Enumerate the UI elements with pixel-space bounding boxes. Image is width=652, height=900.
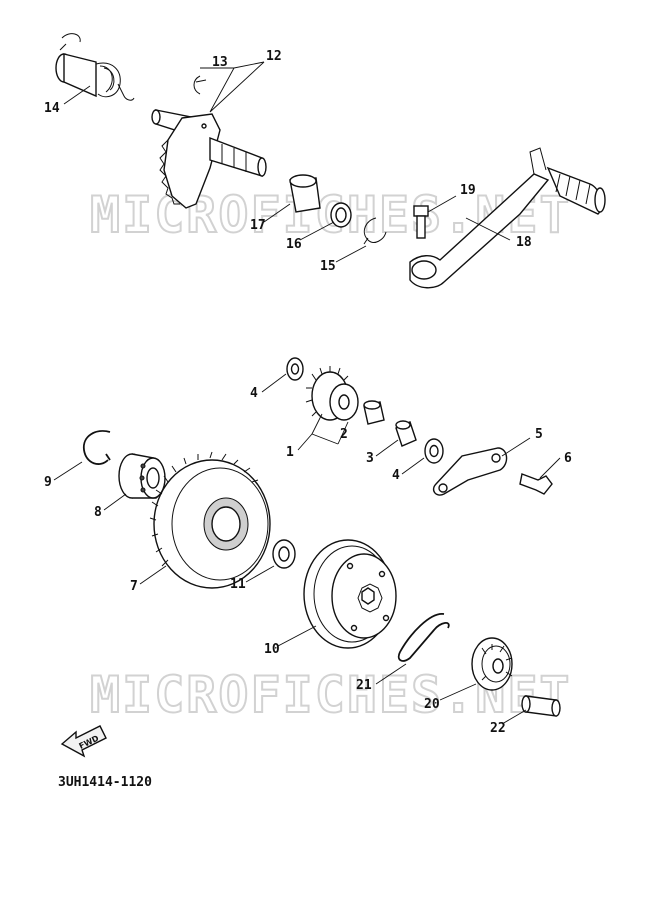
part-21-circlip [397, 613, 450, 662]
part-1-2-idle-gear [305, 366, 359, 421]
part-9-circlip [83, 430, 111, 465]
callout-9: 9 [44, 475, 52, 490]
callout-22: 22 [490, 721, 506, 736]
callout-20: 20 [424, 697, 440, 712]
callout-15: 15 [320, 259, 336, 274]
part-2-bushing [363, 400, 385, 425]
part-12-kick-shaft [151, 109, 267, 209]
part-14-spring [55, 33, 135, 101]
callout-1: 1 [286, 445, 294, 460]
part-18-kick-crank [409, 147, 606, 289]
callout-12: 12 [266, 49, 282, 64]
callout-labels: 1 2 3 4 4 5 6 7 8 9 10 11 12 13 14 15 16… [44, 49, 572, 736]
part-19-bolt [413, 205, 429, 239]
callout-7: 7 [130, 579, 138, 594]
callout-21: 21 [356, 678, 372, 693]
callout-4-top: 4 [250, 386, 258, 401]
callout-8: 8 [94, 505, 102, 520]
part-11-washer [272, 539, 296, 569]
part-5-plate [432, 447, 508, 496]
callout-2: 2 [340, 427, 348, 442]
part-7-driven-gear [149, 451, 271, 589]
part-17-collar [289, 174, 321, 213]
part-22-pin [521, 695, 561, 717]
part-4-washer-bottom [424, 438, 444, 464]
part-13-circlip [193, 75, 207, 95]
callout-17: 17 [250, 218, 266, 233]
part-3-pin [395, 420, 417, 447]
diagram-code: 3UH1414-1120 [58, 775, 152, 790]
callout-5: 5 [535, 427, 543, 442]
callout-19: 19 [460, 183, 476, 198]
part-15-circlip [363, 217, 387, 245]
callout-14: 14 [44, 101, 60, 116]
callout-11: 11 [230, 577, 246, 592]
callout-6: 6 [564, 451, 572, 466]
callout-3: 3 [366, 451, 374, 466]
callout-4-bottom: 4 [392, 468, 400, 483]
part-6-bolt [519, 473, 553, 495]
part-4-washer-top [286, 357, 304, 381]
part-8-bearing [118, 453, 166, 499]
callout-16: 16 [286, 237, 302, 252]
fwd-arrow-icon: FWD [60, 725, 107, 758]
part-16-washer [330, 202, 352, 228]
callout-18: 18 [516, 235, 532, 250]
part-20-pinion [471, 637, 513, 691]
part-10-clutch-housing [303, 539, 397, 649]
callout-13: 13 [212, 55, 228, 70]
leader-lines [53, 61, 561, 725]
callout-10: 10 [264, 642, 280, 657]
